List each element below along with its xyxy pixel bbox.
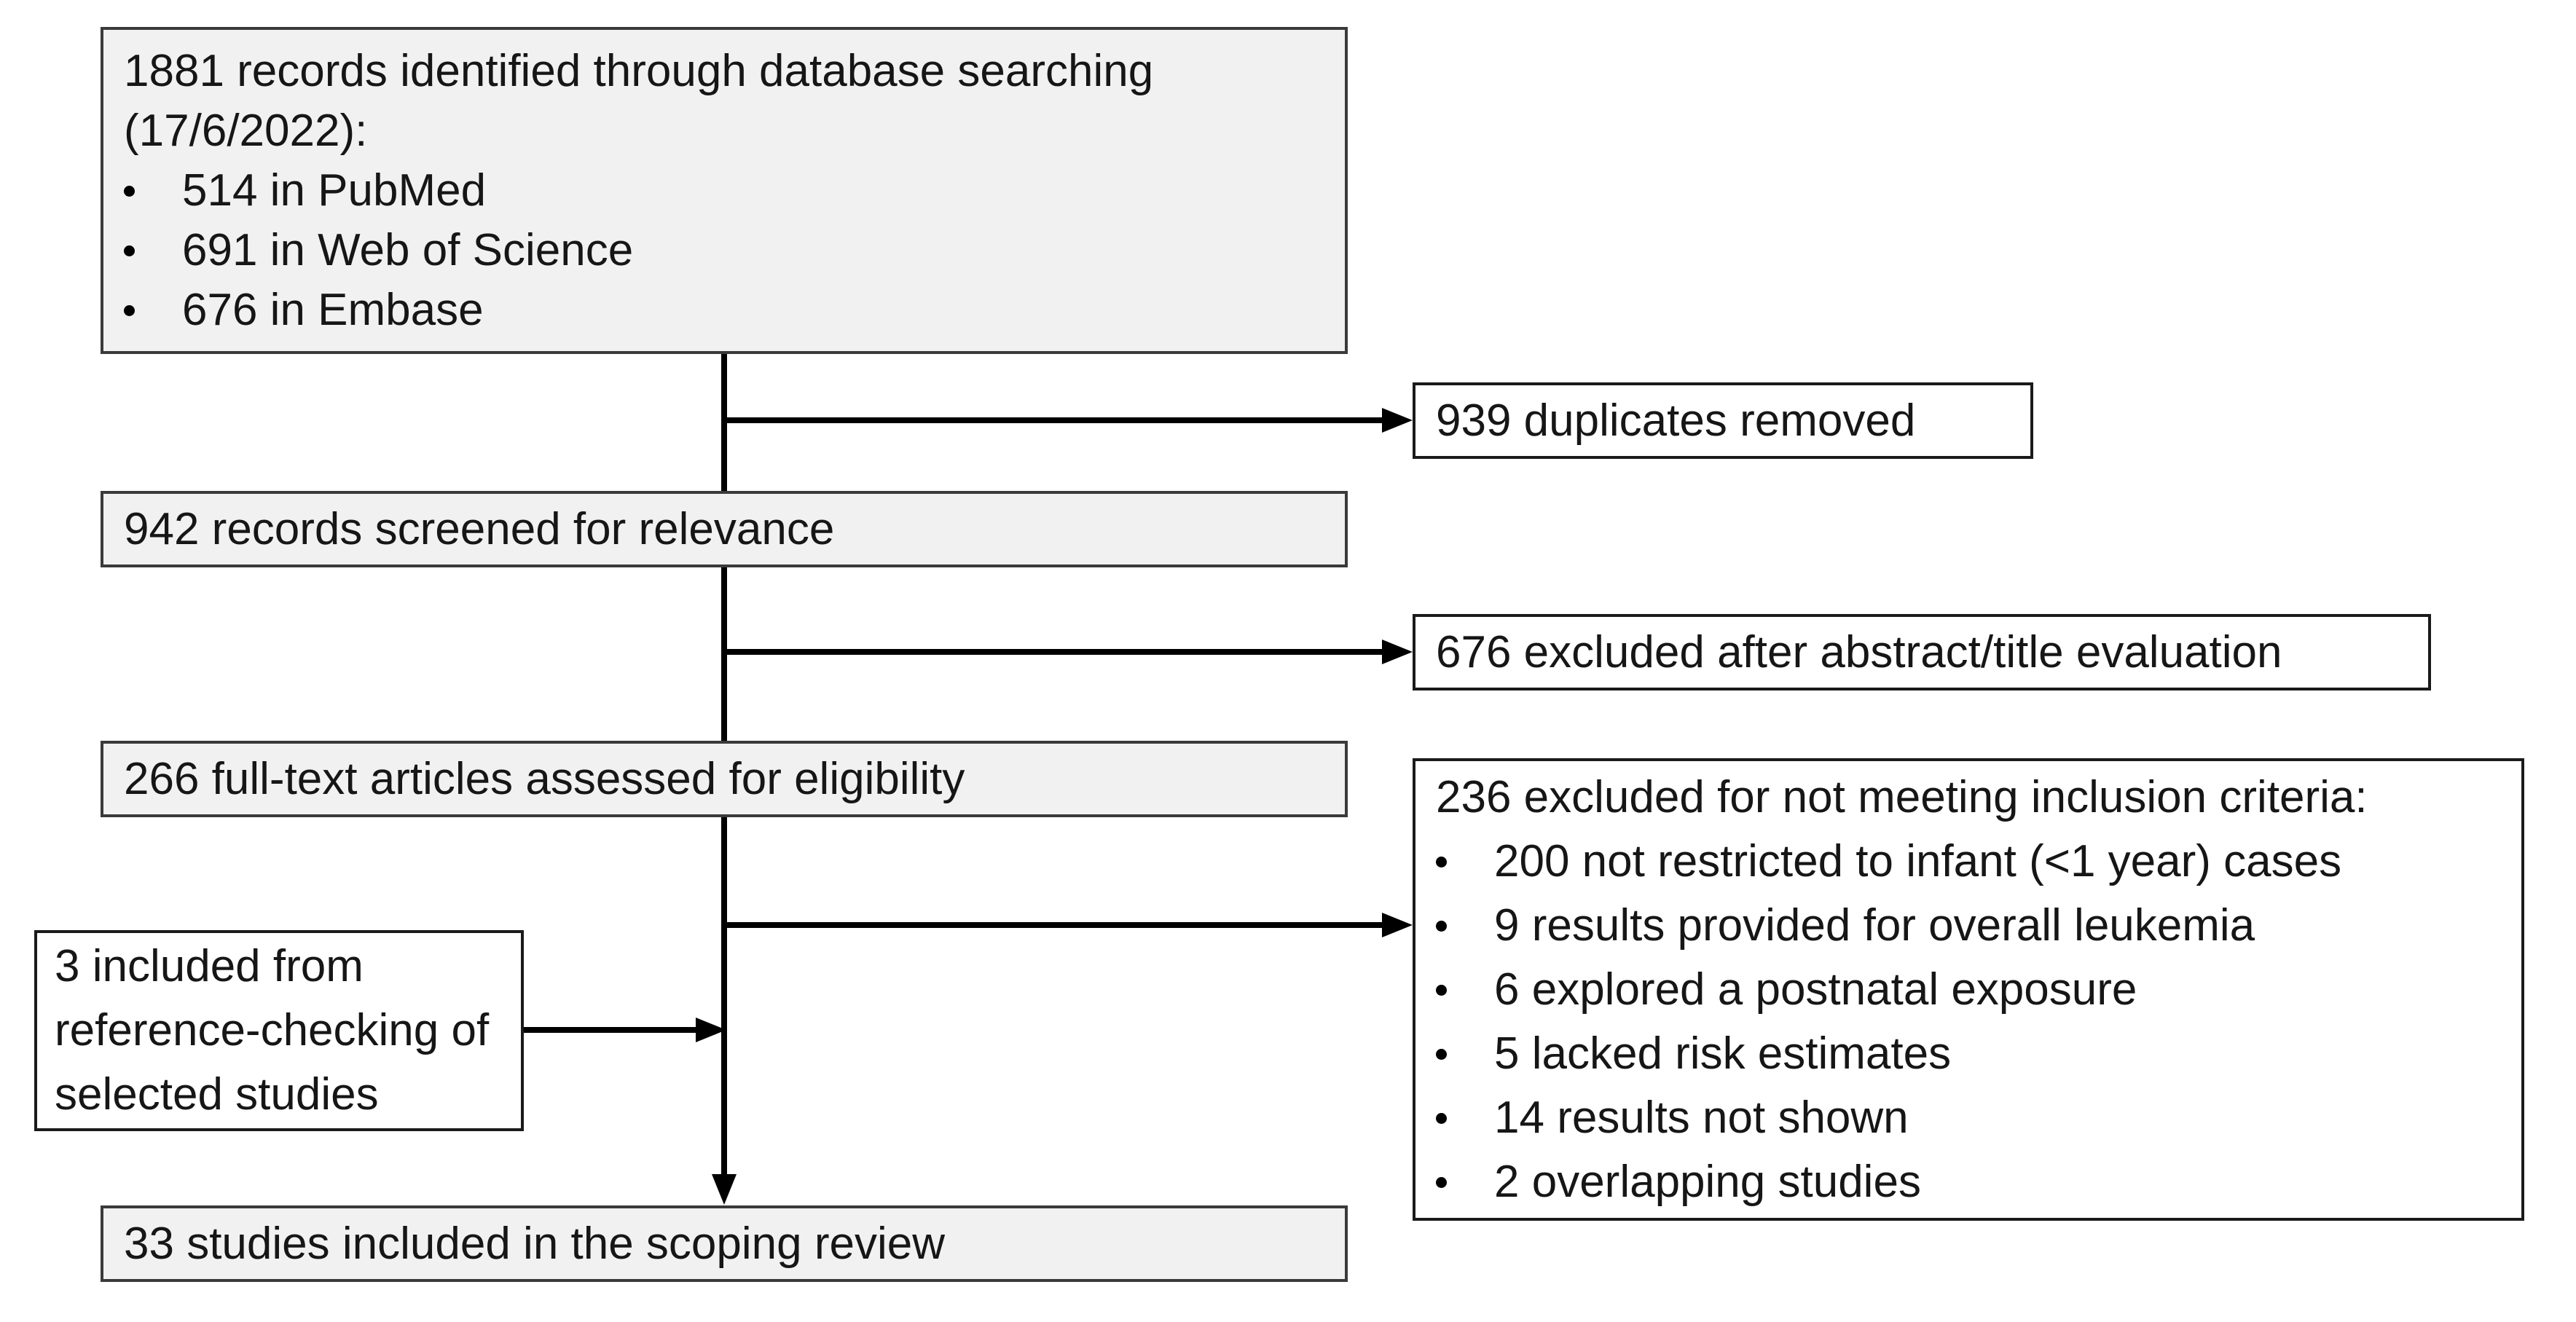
list-item: 5 lacked risk estimates xyxy=(1436,1022,2510,1086)
list-item: 676 in Embase xyxy=(124,280,1333,340)
connector-to-duplicates xyxy=(724,417,1386,423)
bullet-text: 2 overlapping studies xyxy=(1494,1157,1921,1207)
list-item: 9 results provided for overall leukemia xyxy=(1436,894,2510,958)
bullet-icon xyxy=(1436,921,1447,932)
bullet-text: 5 lacked risk estimates xyxy=(1494,1028,1952,1079)
box-label: 33 studies included in the scoping revie… xyxy=(124,1218,946,1269)
arrowhead-right-icon xyxy=(1382,913,1413,937)
box-label: 939 duplicates removed xyxy=(1436,395,1916,446)
bullet-icon xyxy=(124,305,135,316)
box-label: 266 full-text articles assessed for elig… xyxy=(124,753,965,804)
box-label: 942 records screened for relevance xyxy=(124,503,835,554)
bullet-icon xyxy=(1436,1177,1447,1188)
box-reference-checking: 3 included from reference-checking of se… xyxy=(34,930,524,1131)
bullet-icon xyxy=(1436,985,1447,996)
box-abstract-title-excluded: 676 excluded after abstract/title evalua… xyxy=(1413,614,2431,690)
box-title: 236 excluded for not meeting inclusion c… xyxy=(1436,772,2368,822)
bullet-icon xyxy=(1436,1049,1447,1060)
box-records-screened: 942 records screened for relevance xyxy=(101,491,1348,567)
box-studies-included: 33 studies included in the scoping revie… xyxy=(101,1205,1348,1282)
box-label: 676 excluded after abstract/title evalua… xyxy=(1436,626,2282,677)
box-records-identified: 1881 records identified through database… xyxy=(101,27,1348,354)
list-item: 2 overlapping studies xyxy=(1436,1150,2510,1214)
list-item: 6 explored a postnatal exposure xyxy=(1436,958,2510,1022)
bullet-icon xyxy=(1436,857,1447,867)
bullet-icon xyxy=(124,245,135,256)
bullet-text: 200 not restricted to infant (<1 year) c… xyxy=(1494,836,2342,886)
list-item: 691 in Web of Science xyxy=(124,221,1333,280)
bullet-text: 514 in PubMed xyxy=(182,165,487,216)
bullet-text: 676 in Embase xyxy=(182,285,484,335)
bullet-icon xyxy=(124,186,135,197)
connector-vertical-segment-3 xyxy=(721,815,727,1177)
arrowhead-right-icon xyxy=(696,1018,726,1042)
list-item: 514 in PubMed xyxy=(124,161,1333,221)
connector-to-excluded xyxy=(724,922,1386,928)
arrowhead-right-icon xyxy=(1382,640,1413,664)
box-title: 1881 records identified through database… xyxy=(124,46,1154,156)
bullet-text: 14 results not shown xyxy=(1494,1093,1909,1143)
arrowhead-right-icon xyxy=(1382,408,1413,433)
box-excluded-criteria: 236 excluded for not meeting inclusion c… xyxy=(1413,758,2524,1221)
bullet-text: 6 explored a postnatal exposure xyxy=(1494,964,2137,1015)
bullet-text: 691 in Web of Science xyxy=(182,225,634,275)
connector-to-abstract-excluded xyxy=(724,649,1386,655)
list-item: 14 results not shown xyxy=(1436,1086,2510,1150)
box-duplicates-removed: 939 duplicates removed xyxy=(1413,382,2033,459)
connector-from-reference xyxy=(522,1027,697,1033)
bullet-icon xyxy=(1436,1113,1447,1124)
box-label: 3 included from reference-checking of se… xyxy=(55,941,490,1120)
arrowhead-down-icon xyxy=(712,1174,737,1205)
bullet-text: 9 results provided for overall leukemia xyxy=(1494,900,2255,951)
list-item: 200 not restricted to infant (<1 year) c… xyxy=(1436,830,2510,894)
box-fulltext-assessed: 266 full-text articles assessed for elig… xyxy=(101,741,1348,817)
